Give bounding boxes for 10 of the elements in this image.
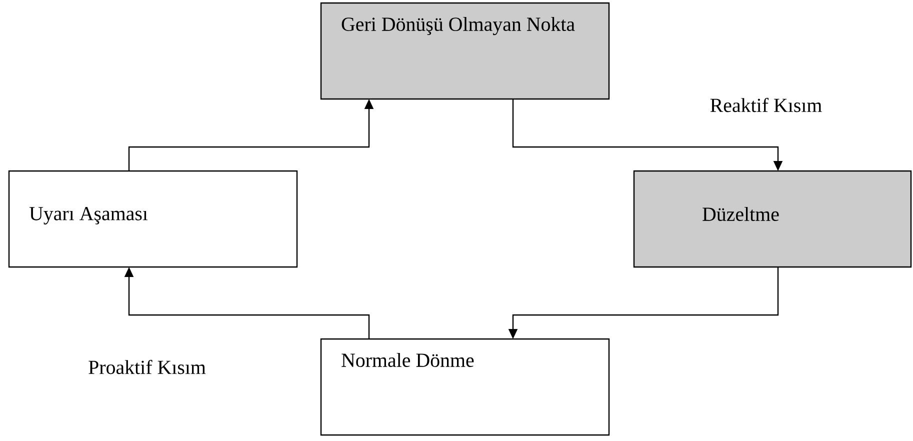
process-box: [633, 170, 912, 268]
box-text: Geri Dönüşü Olmayan Nokta: [342, 17, 575, 36]
section-label: Proaktif Kısım: [88, 360, 206, 374]
process-box: [320, 2, 610, 100]
box-text: Düzeltme: [702, 207, 779, 221]
process-box: [8, 170, 298, 268]
box-text: Normale Dönme: [342, 353, 474, 367]
box-text: Uyarı Aşaması: [29, 207, 148, 224]
process-box: [320, 338, 610, 436]
section-label: Reaktif Kısım: [710, 98, 822, 112]
